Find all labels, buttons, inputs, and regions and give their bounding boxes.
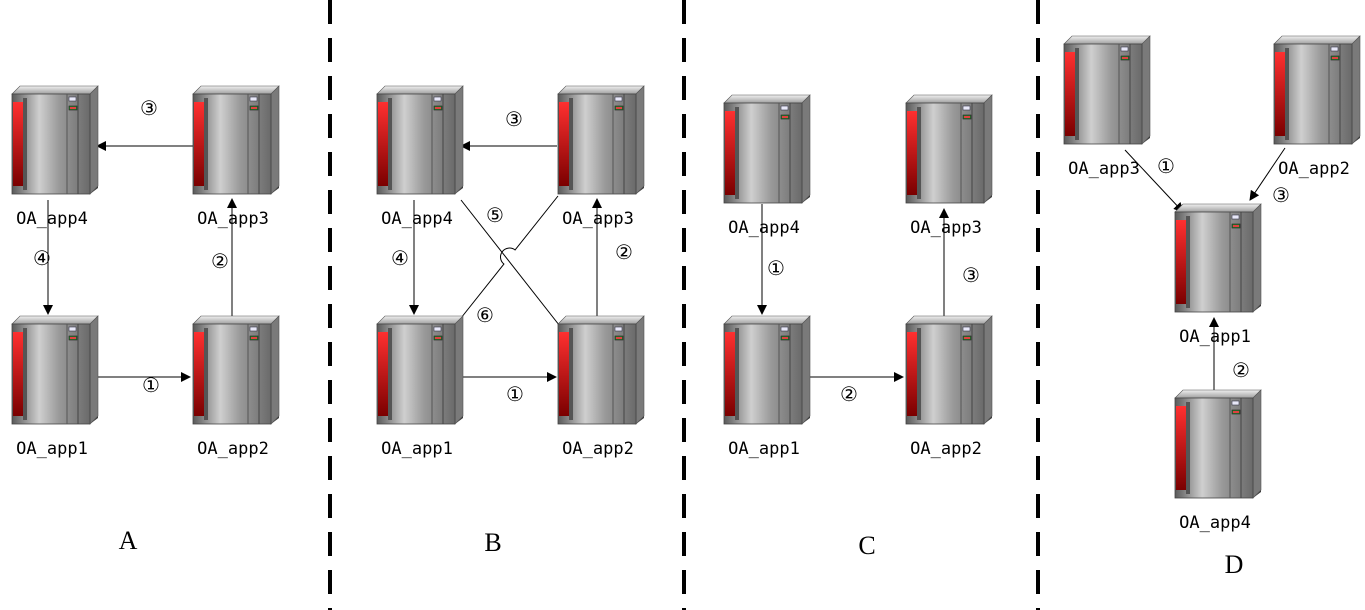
step-number-label: ⑤ (486, 205, 504, 227)
server-name-app4: OA_app4 (1179, 513, 1251, 533)
server-icon (905, 315, 993, 425)
panel-c (723, 94, 993, 425)
server-icon (723, 315, 811, 425)
step-number: ① (142, 375, 160, 397)
arrow-app4-to-app2 (460, 199, 564, 331)
step-number: ④ (391, 248, 409, 270)
arrow-app3-to-app1 (1124, 149, 1184, 213)
arrow-app1-to-app3 (460, 195, 559, 319)
step-number: ③ (140, 98, 158, 120)
step-number-label: ④ (391, 248, 409, 270)
panel-label: B (484, 528, 501, 557)
step-number: ② (1232, 360, 1250, 382)
step-number-label: ③ (1272, 185, 1290, 207)
panel-b (376, 85, 645, 425)
server-name-app1: OA_app1 (728, 439, 800, 459)
step-number-label: ③ (962, 265, 980, 287)
step-number: ③ (1272, 185, 1290, 207)
step-number-label: ④ (33, 248, 51, 270)
server-icon (905, 94, 993, 204)
server-icon (723, 94, 811, 204)
server-icon (376, 85, 464, 195)
step-number-label: ⑥ (476, 305, 494, 327)
step-number: ④ (33, 248, 51, 270)
server-name-app1: OA_app1 (16, 439, 88, 459)
server-icon (1273, 35, 1361, 145)
step-number-label: ① (142, 375, 160, 397)
panel-d (1063, 35, 1361, 499)
server-name-app2: OA_app2 (562, 439, 634, 459)
server-icon (376, 315, 464, 425)
server-name-app4: OA_app4 (728, 218, 800, 238)
server-name-app2: OA_app2 (197, 439, 269, 459)
server-name-app4: OA_app4 (381, 209, 453, 229)
server-icon (11, 315, 99, 425)
server-name-app3: OA_app3 (910, 218, 982, 238)
step-number: ② (840, 384, 858, 406)
step-number-label: ③ (140, 98, 158, 120)
panel-label: C (858, 531, 875, 560)
arrow-app2-to-app1 (1249, 147, 1286, 201)
step-number: ① (506, 384, 524, 406)
step-number-label: ② (615, 242, 633, 264)
panel-label: A (119, 526, 138, 555)
step-number: ② (615, 242, 633, 264)
server-icon (192, 315, 280, 425)
step-number-label: ① (767, 258, 785, 280)
server-name-app1: OA_app1 (381, 439, 453, 459)
panel-label: D (1225, 550, 1244, 579)
step-number-label: ① (1157, 156, 1175, 178)
step-number-label: ② (211, 251, 229, 273)
step-number: ① (1157, 156, 1175, 178)
server-name-app4: OA_app4 (16, 209, 88, 229)
server-icon (1174, 389, 1262, 499)
server-icon (557, 315, 645, 425)
server-icon (11, 85, 99, 195)
server-icon (192, 85, 280, 195)
step-number: ③ (962, 265, 980, 287)
step-number-label: ③ (505, 109, 523, 131)
panel-a (11, 85, 280, 425)
server-icon (1063, 35, 1151, 145)
step-number: ① (767, 258, 785, 280)
server-name-app3: OA_app3 (1068, 159, 1140, 179)
step-number: ③ (505, 109, 523, 131)
server-icon (1174, 203, 1262, 313)
server-name-app1: OA_app1 (1179, 327, 1251, 347)
server-name-app3: OA_app3 (562, 209, 634, 229)
step-number-label: ② (840, 384, 858, 406)
server-name-app2: OA_app2 (910, 439, 982, 459)
step-number-label: ② (1232, 360, 1250, 382)
step-number-label: ① (506, 384, 524, 406)
step-number: ② (211, 251, 229, 273)
step-number: ⑥ (476, 305, 494, 327)
server-name-app3: OA_app3 (197, 209, 269, 229)
step-number: ⑤ (486, 205, 504, 227)
server-name-app2: OA_app2 (1278, 159, 1350, 179)
server-icon (557, 85, 645, 195)
